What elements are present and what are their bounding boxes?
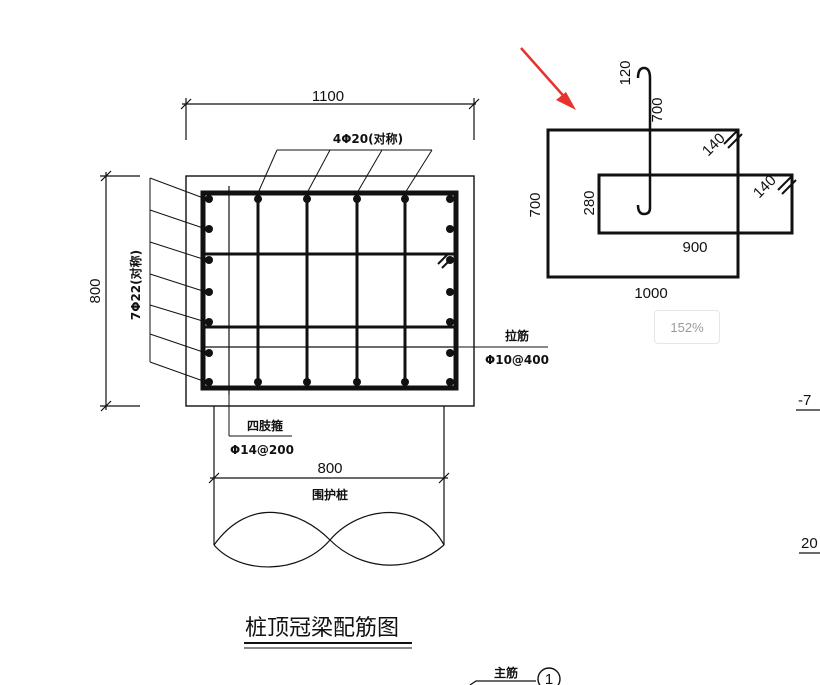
stirrup-spec: Φ14@200 bbox=[230, 443, 294, 457]
hook-len: 120 bbox=[617, 60, 634, 85]
callout-number: 1 bbox=[545, 671, 553, 685]
rebar-dots bbox=[205, 195, 454, 386]
pile bbox=[208, 406, 450, 568]
stirrup-leader bbox=[228, 395, 292, 437]
pile-dim-text: 800 bbox=[317, 460, 342, 477]
bar-len: 700 bbox=[649, 97, 666, 122]
bar-detail bbox=[546, 66, 797, 279]
height-dim-text: 800 bbox=[87, 278, 104, 303]
top-bars-label: 4Φ20(对称) bbox=[333, 131, 403, 146]
zoom-level-badge: 152% bbox=[654, 310, 720, 344]
inner-height: 280 bbox=[581, 190, 598, 215]
pile-label: 围护桩 bbox=[312, 487, 348, 502]
outer-height: 700 bbox=[527, 192, 544, 217]
tie-spec: Φ10@400 bbox=[485, 353, 549, 367]
top-bar-leaders bbox=[257, 149, 433, 194]
outer-width: 1000 bbox=[634, 285, 667, 302]
inner-width: 900 bbox=[682, 239, 707, 256]
side-bars-label: 7Φ22(对称) bbox=[128, 250, 143, 320]
edge-label-1: -7 bbox=[798, 392, 811, 409]
side-bar-leaders bbox=[149, 177, 207, 383]
hook-a: 140 bbox=[699, 130, 729, 160]
width-dim-text: 1100 bbox=[312, 88, 344, 105]
callout-leader bbox=[469, 680, 536, 685]
edge-label-2: 20 bbox=[801, 535, 818, 552]
red-arrow-icon bbox=[520, 47, 576, 110]
height-dimension bbox=[100, 170, 140, 412]
main-bar-label: 主筋 bbox=[494, 665, 518, 680]
stirrup-title: 四肢箍 bbox=[247, 418, 283, 433]
drawing-title: 桩顶冠梁配筋图 bbox=[245, 616, 399, 641]
callout-circle-icon bbox=[537, 667, 561, 685]
width-dimension bbox=[180, 98, 480, 140]
tie-title: 拉筋 bbox=[505, 328, 529, 343]
beam-section bbox=[185, 175, 475, 407]
